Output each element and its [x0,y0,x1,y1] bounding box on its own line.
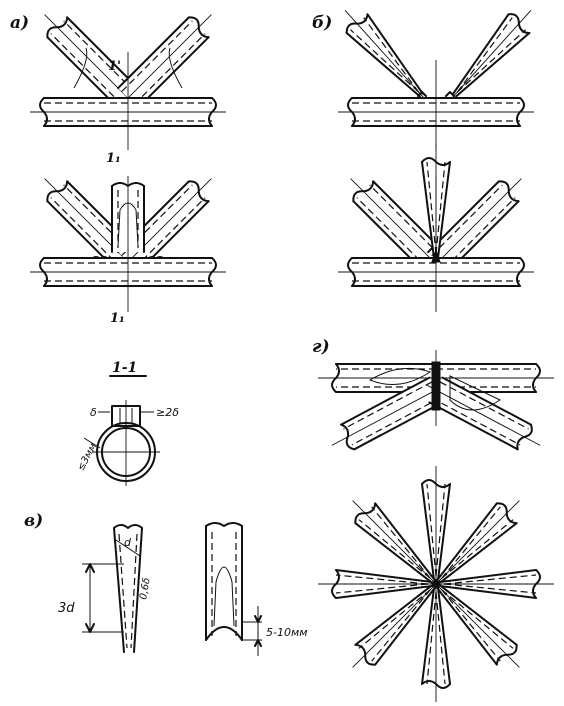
dim-3mm: ≤3мм [76,441,100,473]
panel-v-label: в) [24,511,43,531]
panel-b-top-joint [333,0,543,150]
dim-3d: 3d [58,601,75,616]
panel-b-label: б) [312,13,332,33]
section-title: 1-1 [112,360,137,376]
panel-a-top-joint [29,3,227,150]
panel-b-bottom-joint [337,143,535,312]
panel-a-bottom-joint [29,167,227,312]
dim-5-10mm: 5-10мм [266,626,308,639]
dim-delta: δ [90,406,97,419]
section-mark-bottom-1: 1₁ [106,151,121,166]
dim-2delta: ≥2δ [156,406,179,419]
panel-v-notched-end [205,522,262,656]
section-1-1 [83,375,160,486]
panel-g-top-joint [317,350,555,459]
dim-06d: 0,6δ [138,577,153,601]
panel-a-label: а) [10,13,29,33]
section-mark-bottom-2: 1₁ [110,311,125,326]
panel-g-star-joint [317,465,555,703]
panel-v-flattened-end [82,524,143,653]
panel-g-label: г) [312,337,330,357]
dim-d: d [124,536,132,549]
section-mark-top: 1' [108,59,121,74]
